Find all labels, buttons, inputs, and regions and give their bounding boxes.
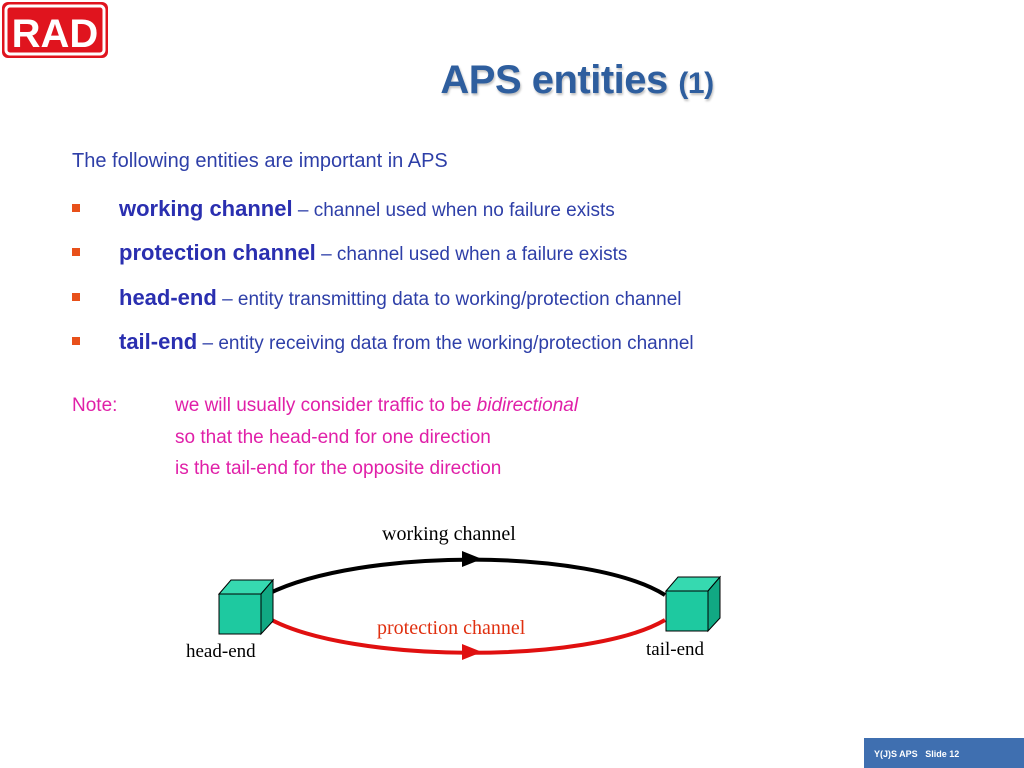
note-label: Note: xyxy=(72,395,118,416)
bullet-term: protection channel xyxy=(119,240,316,265)
bullet-square-icon xyxy=(72,204,80,212)
note-line-2: so that the head-end for one direction xyxy=(175,427,491,448)
tail-end-label: tail-end xyxy=(646,639,705,660)
tail-end-cube xyxy=(664,575,722,633)
protection-channel-label: protection channel xyxy=(377,617,526,639)
footer-text: Y(J)S APS Slide 12 xyxy=(874,749,959,759)
working-arrowhead xyxy=(462,551,482,567)
footer-bar: Y(J)S APS Slide 12 xyxy=(864,738,1024,768)
bullet-square-icon xyxy=(72,337,80,345)
logo-text: RAD xyxy=(12,12,99,56)
title-number: (1) xyxy=(678,67,714,100)
rad-logo: RAD xyxy=(2,2,108,58)
protection-arrowhead xyxy=(462,644,482,660)
intro-text: The following entities are important in … xyxy=(72,150,448,172)
bullet-square-icon xyxy=(72,293,80,301)
bullet-desc: channel used when a failure exists xyxy=(336,244,628,265)
title-main: APS entities xyxy=(440,58,668,102)
head-end-label: head-end xyxy=(186,641,256,662)
bullet-term: tail-end xyxy=(119,329,198,354)
bullet-desc: channel used when no failure exists xyxy=(313,200,615,221)
bullet-term: head-end xyxy=(119,285,217,310)
bullet-desc: entity receiving data from the working/p… xyxy=(218,333,694,354)
bullet-term: working channel xyxy=(119,196,293,221)
bullet-desc: entity transmitting data to working/prot… xyxy=(237,289,682,310)
bullet-square-icon xyxy=(72,248,80,256)
footer-slide: Slide 12 xyxy=(925,749,960,759)
footer-deck: Y(J)S APS xyxy=(874,749,918,759)
note-line-3: is the tail-end for the opposite directi… xyxy=(175,458,502,479)
note-line-1: we will usually consider traffic to be b… xyxy=(175,395,579,416)
head-end-cube xyxy=(217,578,275,636)
working-channel-label: working channel xyxy=(382,523,516,545)
note-emphasis: bidirectional xyxy=(476,395,579,416)
page-title: APS entities (1) xyxy=(0,58,1024,103)
